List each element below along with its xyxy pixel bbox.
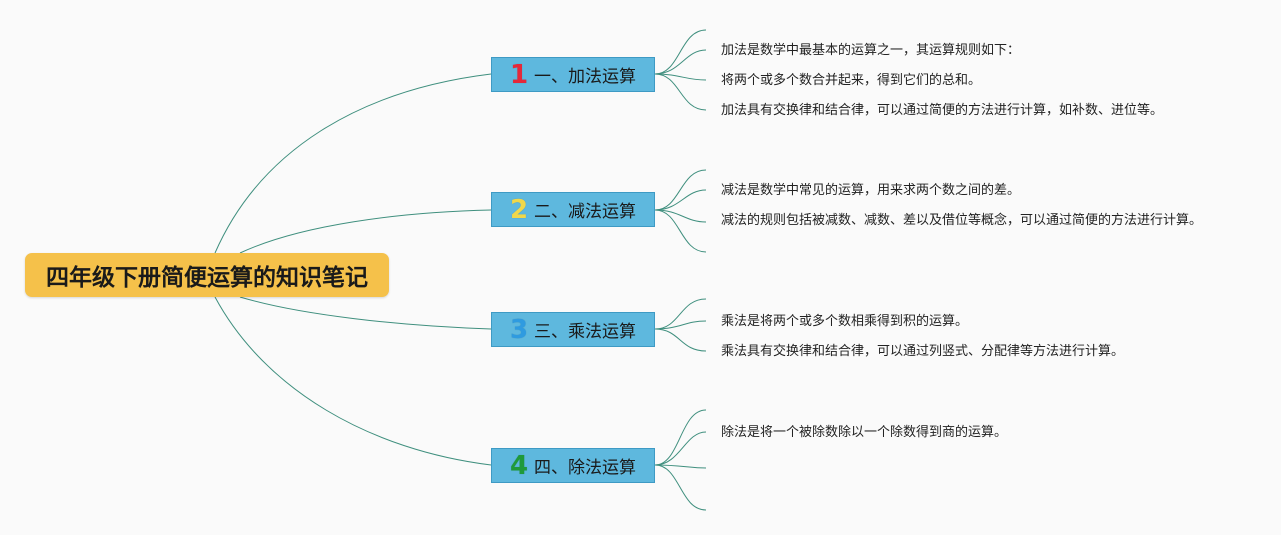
- connector-b3-n2: [654, 328, 707, 352]
- connector-b4-top: [654, 409, 707, 466]
- note-addition-3[interactable]: 加法具有交换律和结合律，可以通过简便的方法进行计算，如补数、进位等。: [721, 103, 1164, 118]
- note-addition-2[interactable]: 将两个或多个数合并起来，得到它们的总和。: [721, 73, 982, 88]
- connector-b1-top: [654, 29, 707, 75]
- root-topic[interactable]: 四年级下册简便运算的知识笔记: [25, 253, 389, 297]
- connector-b2-top: [654, 169, 707, 211]
- connector-b4-n1: [654, 431, 707, 466]
- connector-root-branch-4: [214, 296, 492, 466]
- connector-b1-n3: [654, 73, 707, 111]
- connector-b4-n2: [654, 464, 707, 469]
- number-4-icon: 4: [510, 450, 529, 481]
- branch-subtraction[interactable]: 2 二、减法运算: [491, 192, 655, 227]
- connector-b1-n1: [654, 49, 707, 75]
- note-subtraction-1[interactable]: 减法是数学中常见的运算，用来求两个数之间的差。: [721, 183, 1021, 198]
- branch-label: 四、除法运算: [534, 458, 636, 478]
- note-subtraction-2[interactable]: 减法的规则包括被减数、减数、差以及借位等概念，可以通过简便的方法进行计算。: [721, 213, 1203, 228]
- connector-b2-bottom: [654, 209, 707, 253]
- number-2-icon: 2: [510, 194, 529, 225]
- connector-b1-n2: [654, 73, 707, 81]
- branch-multiplication[interactable]: 3 三、乘法运算: [491, 312, 655, 347]
- connector-root-branch-1: [214, 73, 492, 254]
- branch-division[interactable]: 4 四、除法运算: [491, 448, 655, 483]
- note-multiplication-1[interactable]: 乘法是将两个或多个数相乘得到积的运算。: [721, 314, 969, 329]
- note-addition-1[interactable]: 加法是数学中最基本的运算之一，其运算规则如下：: [721, 43, 1021, 58]
- connector-b3-top: [654, 298, 707, 330]
- branch-addition[interactable]: 1 一、加法运算: [491, 57, 655, 92]
- connector-b2-n1: [654, 189, 707, 211]
- connector-b4-bottom: [654, 464, 707, 511]
- branch-label: 一、加法运算: [534, 67, 636, 87]
- connector-root-branch-3: [239, 296, 492, 330]
- connector-b3-n1: [654, 320, 707, 330]
- number-3-icon: 3: [510, 314, 529, 345]
- branch-label: 三、乘法运算: [534, 322, 636, 342]
- note-multiplication-2[interactable]: 乘法具有交换律和结合律，可以通过列竖式、分配律等方法进行计算。: [721, 344, 1125, 359]
- connector-root-branch-2: [239, 209, 492, 254]
- number-1-icon: 1: [510, 59, 529, 90]
- branch-label: 二、减法运算: [534, 202, 636, 222]
- note-division-1[interactable]: 除法是将一个被除数除以一个除数得到商的运算。: [721, 425, 1008, 440]
